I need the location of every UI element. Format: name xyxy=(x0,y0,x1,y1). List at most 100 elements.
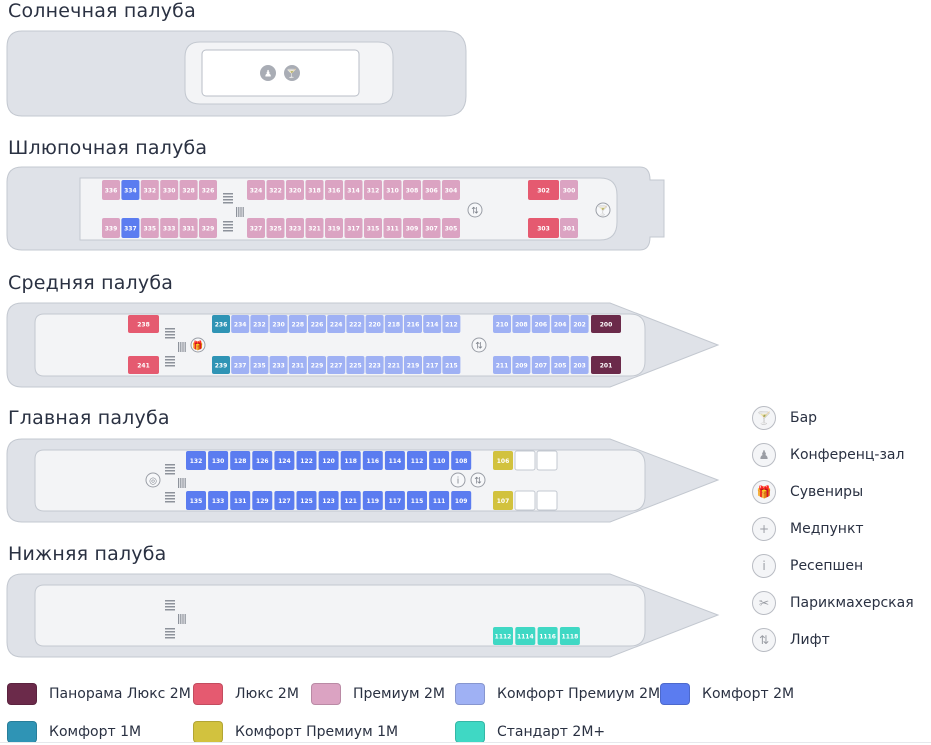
cabin-133[interactable]: 133 xyxy=(208,491,229,510)
cabin-127[interactable]: 127 xyxy=(274,491,295,510)
cabin-241[interactable]: 241 xyxy=(128,356,159,374)
cabin-109[interactable]: 109 xyxy=(451,491,472,510)
cabin-205[interactable]: 205 xyxy=(551,356,570,374)
cabin-118[interactable]: 118 xyxy=(340,451,361,470)
cabin-125[interactable]: 125 xyxy=(296,491,317,510)
cabin-307[interactable]: 307 xyxy=(422,218,441,238)
cabin-321[interactable]: 321 xyxy=(305,218,324,238)
cabin-108[interactable]: 108 xyxy=(451,451,472,470)
cabin-120[interactable]: 120 xyxy=(318,451,339,470)
cabin-320[interactable]: 320 xyxy=(286,180,304,200)
cabin-300[interactable]: 300 xyxy=(560,180,578,200)
cabin-304[interactable]: 304 xyxy=(442,180,460,200)
cabin-336[interactable]: 336 xyxy=(102,180,120,200)
cabin-219[interactable]: 219 xyxy=(404,356,422,374)
cabin-319[interactable]: 319 xyxy=(325,218,343,238)
cabin-131[interactable]: 131 xyxy=(230,491,251,510)
cabin-311[interactable]: 311 xyxy=(383,218,402,238)
cabin-326[interactable]: 326 xyxy=(199,180,217,200)
cabin-122[interactable]: 122 xyxy=(296,451,317,470)
cabin-203[interactable]: 203 xyxy=(570,356,589,374)
cabin-335[interactable]: 335 xyxy=(140,218,159,238)
cabin-328[interactable]: 328 xyxy=(179,180,198,200)
cabin-303[interactable]: 303 xyxy=(528,218,559,238)
cabin-312[interactable]: 312 xyxy=(364,180,382,200)
cabin-235[interactable]: 235 xyxy=(250,356,269,374)
cabin-223[interactable]: 223 xyxy=(365,356,384,374)
cabin-114[interactable]: 114 xyxy=(384,451,405,470)
cabin-217[interactable]: 217 xyxy=(423,356,442,374)
cabin-330[interactable]: 330 xyxy=(160,180,179,200)
cabin-1114[interactable]: 1114 xyxy=(515,627,536,645)
cabin-204[interactable]: 204 xyxy=(551,315,570,333)
cabin-333[interactable]: 333 xyxy=(160,218,179,238)
cabin-324[interactable]: 324 xyxy=(247,180,265,200)
cabin-210[interactable]: 210 xyxy=(493,315,511,333)
cabin-306[interactable]: 306 xyxy=(422,180,441,200)
cabin-237[interactable]: 237 xyxy=(231,356,250,374)
cabin-129[interactable]: 129 xyxy=(252,491,273,510)
cabin-228[interactable]: 228 xyxy=(288,315,307,333)
cabin-317[interactable]: 317 xyxy=(344,218,363,238)
cabin-224[interactable]: 224 xyxy=(327,315,346,333)
cabin-302[interactable]: 302 xyxy=(528,180,559,200)
cabin-119[interactable]: 119 xyxy=(362,491,383,510)
cabin-211[interactable]: 211 xyxy=(493,356,511,374)
cabin-234[interactable]: 234 xyxy=(231,315,250,333)
cabin-238[interactable]: 238 xyxy=(128,315,159,333)
cabin-226[interactable]: 226 xyxy=(308,315,326,333)
cabin-337[interactable]: 337 xyxy=(121,218,140,238)
cabin-130[interactable]: 130 xyxy=(208,451,229,470)
cabin-239[interactable]: 239 xyxy=(212,356,230,374)
cabin-207[interactable]: 207 xyxy=(531,356,550,374)
cabin-202[interactable]: 202 xyxy=(570,315,589,333)
cabin-200[interactable]: 200 xyxy=(591,315,621,333)
cabin-124[interactable]: 124 xyxy=(274,451,295,470)
cabin-329[interactable]: 329 xyxy=(199,218,217,238)
cabin-222[interactable]: 222 xyxy=(346,315,365,333)
cabin-233[interactable]: 233 xyxy=(269,356,288,374)
cabin-135[interactable]: 135 xyxy=(186,491,206,510)
cabin-323[interactable]: 323 xyxy=(286,218,304,238)
cabin-201[interactable]: 201 xyxy=(591,356,621,374)
cabin-128[interactable]: 128 xyxy=(230,451,251,470)
cabin-236[interactable]: 236 xyxy=(212,315,230,333)
cabin-107[interactable]: 107 xyxy=(493,491,513,510)
cabin-339[interactable]: 339 xyxy=(102,218,120,238)
cabin-308[interactable]: 308 xyxy=(403,180,421,200)
cabin-327[interactable]: 327 xyxy=(247,218,265,238)
cabin-318[interactable]: 318 xyxy=(305,180,324,200)
cabin-301[interactable]: 301 xyxy=(560,218,578,238)
cabin-325[interactable]: 325 xyxy=(266,218,285,238)
cabin-106[interactable]: 106 xyxy=(493,451,513,470)
cabin-309[interactable]: 309 xyxy=(403,218,421,238)
cabin-111[interactable]: 111 xyxy=(429,491,450,510)
cabin-126[interactable]: 126 xyxy=(252,451,273,470)
cabin-310[interactable]: 310 xyxy=(383,180,402,200)
cabin-208[interactable]: 208 xyxy=(512,315,531,333)
cabin-116[interactable]: 116 xyxy=(362,451,383,470)
cabin-121[interactable]: 121 xyxy=(340,491,361,510)
cabin-334[interactable]: 334 xyxy=(121,180,140,200)
cabin-231[interactable]: 231 xyxy=(288,356,307,374)
cabin-227[interactable]: 227 xyxy=(327,356,346,374)
cabin-314[interactable]: 314 xyxy=(344,180,363,200)
cabin-305[interactable]: 305 xyxy=(442,218,460,238)
cabin-212[interactable]: 212 xyxy=(442,315,461,333)
cabin-331[interactable]: 331 xyxy=(179,218,198,238)
cabin-117[interactable]: 117 xyxy=(384,491,405,510)
cabin-1112[interactable]: 1112 xyxy=(493,627,513,645)
cabin-232[interactable]: 232 xyxy=(250,315,269,333)
cabin-214[interactable]: 214 xyxy=(423,315,442,333)
cabin-209[interactable]: 209 xyxy=(512,356,531,374)
cabin-115[interactable]: 115 xyxy=(407,491,427,510)
cabin-1116[interactable]: 1116 xyxy=(537,627,558,645)
cabin-123[interactable]: 123 xyxy=(318,491,339,510)
cabin-322[interactable]: 322 xyxy=(266,180,285,200)
cabin-215[interactable]: 215 xyxy=(442,356,461,374)
cabin-216[interactable]: 216 xyxy=(404,315,422,333)
cabin-132[interactable]: 132 xyxy=(186,451,206,470)
cabin-229[interactable]: 229 xyxy=(308,356,326,374)
cabin-112[interactable]: 112 xyxy=(407,451,427,470)
cabin-206[interactable]: 206 xyxy=(531,315,550,333)
